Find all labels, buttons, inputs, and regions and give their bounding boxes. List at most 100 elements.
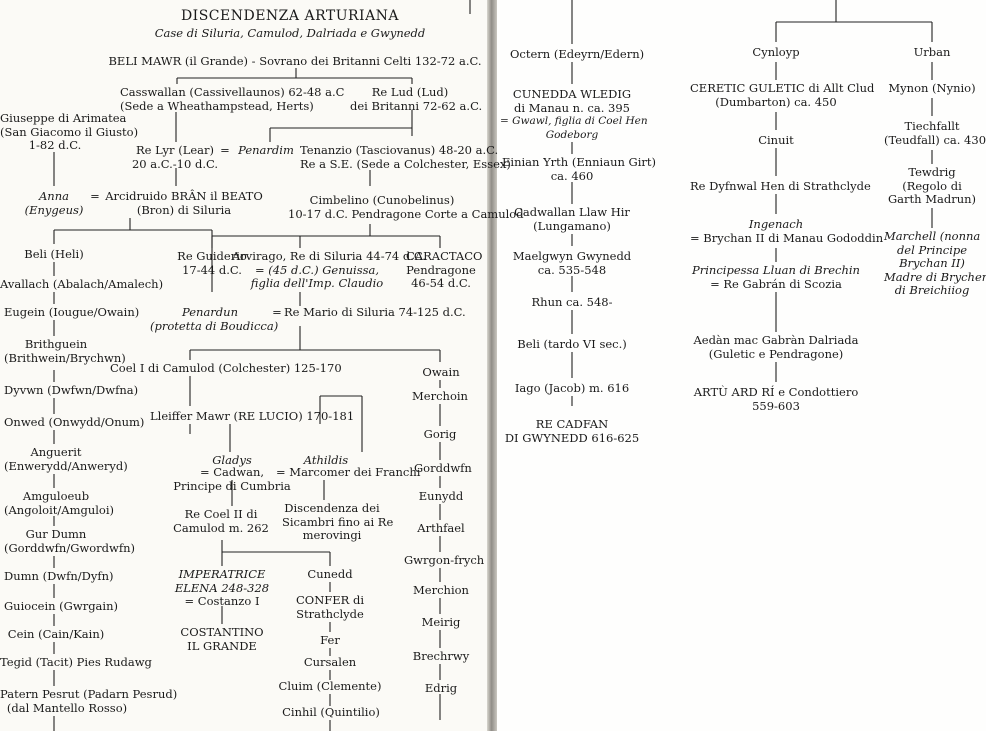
node-cadwan: = Cadwan, Principe di Cumbria — [164, 465, 300, 493]
node-einian: Einian Yrth (Enniaun Girt) ca. 460 — [502, 155, 657, 183]
anna-name: Anna — [39, 189, 69, 203]
cunedda-spouse: = Gwawl, figlia di Coel Hen — [500, 115, 648, 127]
node-maelgwyn: Maelgwyn Gwynedd ca. 535-548 — [510, 249, 634, 277]
node-sicambri: Discendenza dei Sicambri fino ai Re mero… — [282, 501, 394, 543]
lluan-spouse: = Re Gabrán di Scozia — [710, 276, 842, 291]
node-beli-heli: Beli (Heli) — [24, 247, 84, 261]
penardun-name: Penardun — [182, 305, 238, 319]
node-amguloeub: Amguloeub (Angoloit/Amguloi) — [4, 489, 115, 517]
caractaco-title: Pendragone — [406, 262, 476, 277]
node-confer: CONFER di Strathclyde — [284, 593, 376, 621]
maelgwyn-name: Maelgwyn Gwynedd — [512, 249, 632, 263]
node-anguerit: Anguerit (Enwerydd/Anweryd) — [4, 445, 128, 473]
node-meirig: Meirig — [421, 615, 461, 629]
node-iago: Iago (Jacob) m. 616 — [514, 381, 630, 395]
node-avallach: Avallach (Abalach/Amalech) — [0, 277, 164, 291]
node-elena: IMPERATRICE ELENA 248-328 = Costanzo I — [170, 567, 274, 609]
node-cimbelino: Cimbelino (Cunobelinus) 10-17 d.C. Pendr… — [288, 193, 524, 221]
node-giuseppe: Giuseppe di Arimatea (San Giacomo il Giu… — [0, 111, 138, 153]
sicambri-line-2: Sicambri fino ai Re — [282, 514, 394, 529]
node-coel-ii: Re Coel II di Camulod m. 262 — [166, 507, 276, 535]
elena-dates: ELENA 248-328 — [174, 580, 270, 595]
left-page — [0, 0, 490, 731]
einian-name: Einian Yrth (Enniaun Girt) — [502, 155, 657, 169]
page-title: DISCENDENZA ARTURIANA — [180, 8, 400, 24]
node-coel-i: Coel I di Camulod (Colchester) 125-170 — [110, 361, 342, 375]
lyr-dates: 20 a.C.-10 d.C. — [131, 156, 219, 171]
node-octern: Octern (Edeyrn/Edern) — [510, 47, 645, 61]
book-gutter — [487, 0, 497, 731]
node-cadwallan: Cadwallan Llaw Hir (Lungamano) — [510, 205, 634, 233]
node-eunydd: Eunydd — [418, 489, 464, 503]
marchell-line-4: Madre di Brychen — [884, 269, 986, 284]
right-page — [496, 0, 986, 731]
elena-title: IMPERATRICE — [178, 567, 266, 581]
patern-name: Patern Pesrut (Padarn Pesrud) — [0, 687, 178, 701]
bran-note: (Bron) di Siluria — [136, 202, 232, 217]
node-lud: Re Lud (Lud) dei Britanni 72-62 a.C. — [350, 85, 482, 113]
cadwan-title: Principe di Cumbria — [173, 478, 291, 493]
node-arvirago: Arvirago, Re di Siluria 44-74 d.C. = (45… — [232, 249, 426, 291]
node-tewdrig: Tewdrig (Regolo di Garth Madrun) — [884, 165, 980, 207]
node-ceretic: CERETIC GULETIC di Allt Clud (Dumbarton)… — [690, 81, 875, 109]
tewdrig-alias-2: Garth Madrun) — [887, 192, 976, 206]
node-gorddwfn: Gorddwfn — [414, 461, 472, 475]
node-dyfnwal: Re Dyfnwal Hen di Strathclyde — [690, 179, 871, 193]
bran-name: Arcidruido BRÂN il BEATO — [105, 189, 263, 203]
tewdrig-alias-1: (Regolo di — [902, 178, 962, 193]
artu-dates: 559-603 — [752, 398, 800, 413]
cimbelino-note: 10-17 d.C. Pendragone Corte a Camulod — [288, 206, 524, 221]
marriage-sign: = — [220, 143, 230, 157]
tenanzio-note: Re a S.E. (Sede a Colchester, Essex) — [300, 156, 511, 171]
node-lyr: Re Lyr (Lear) 20 a.C.-10 d.C. — [130, 143, 220, 171]
node-cursalen: Cursalen — [303, 655, 357, 669]
node-brychan: = Brychan II di Manau Gododdin — [690, 231, 884, 245]
node-patern: Patern Pesrut (Padarn Pesrud) (dal Mante… — [0, 687, 178, 715]
node-brithguein: Brithguein (Brithwein/Brychwn) — [4, 337, 126, 365]
guiderio-dates: 17-44 d.C. — [182, 262, 242, 277]
cunedda-name: CUNEDDA WLEDIG — [512, 87, 632, 101]
cadwallan-name: Cadwallan Llaw Hir — [514, 205, 630, 219]
node-tegid: Tegid (Tacit) Pies Rudawg — [0, 655, 152, 669]
node-guiderio: Re Guiderio 17-44 d.C. — [172, 249, 252, 277]
node-owain: Owain — [422, 365, 460, 379]
ceretic-note: (Dumbarton) ca. 450 — [715, 94, 837, 109]
aedan-title: (Guletic e Pendragone) — [708, 346, 844, 361]
node-athildis: Athildis — [303, 453, 349, 467]
node-dyvwn: Dyvwn (Dwfwn/Dwfna) — [4, 383, 139, 397]
node-beli-tardo: Beli (tardo VI sec.) — [517, 337, 627, 351]
amguloeub-alias: (Angoloit/Amguloi) — [4, 502, 115, 517]
node-gurdumn: Gur Dumn (Gorddwfn/Gwordwfn) — [4, 527, 136, 555]
lyr-name: Re Lyr (Lear) — [136, 143, 214, 157]
node-brechrwy: Brechrwy — [412, 649, 470, 663]
confer-place: Strathclyde — [296, 606, 364, 621]
caractaco-name: CARACTACO — [406, 249, 483, 263]
node-cynloyp: Cynloyp — [752, 45, 800, 59]
giuseppe-name: Giuseppe di Arimatea — [0, 111, 127, 125]
patern-note: (dal Mantello Rosso) — [6, 700, 128, 715]
node-merchion: Merchion — [413, 583, 469, 597]
ceretic-name: CERETIC GULETIC di Allt Clud — [690, 81, 875, 95]
sicambri-line-1: Discendenza dei — [284, 501, 380, 515]
node-gwrgon: Gwrgon-frych — [404, 553, 485, 567]
coel-ii-dates: Camulod m. 262 — [173, 520, 269, 535]
node-penardun: Penardun (protetta di Boudicca) — [150, 305, 278, 333]
cimbelino-name: Cimbelino (Cunobelinus) — [309, 193, 455, 207]
gurdumn-name: Gur Dumn — [25, 527, 87, 541]
tiechfallt-name: Tiechfallt — [904, 119, 960, 133]
sicambri-line-3: merovingi — [302, 528, 362, 542]
caractaco-dates: 46-54 d.C. — [411, 276, 471, 290]
tenanzio-name: Tenanzio (Tasciovanus) 48-20 a.C. — [300, 143, 499, 157]
node-gorig: Gorig — [423, 427, 457, 441]
costantino-title: IL GRANDE — [187, 638, 257, 653]
cadfan-dates: DI GWYNEDD 616-625 — [504, 430, 640, 445]
node-cinuit: Cinuit — [758, 133, 794, 147]
node-marcomer: = Marcomer dei Franchi — [276, 465, 421, 479]
gurdumn-alias: (Gorddwfn/Gwordwfn) — [4, 540, 136, 555]
casswallan-note: (Sede a Wheathampstead, Herts) — [120, 98, 314, 113]
node-cluim: Cluim (Clemente) — [278, 679, 382, 693]
node-fer: Fer — [320, 633, 340, 647]
node-casswallan: Casswallan (Cassivellaunos) 62-48 a.C (S… — [120, 85, 344, 113]
node-dumn: Dumn (Dwfn/Dyfn) — [4, 569, 114, 583]
